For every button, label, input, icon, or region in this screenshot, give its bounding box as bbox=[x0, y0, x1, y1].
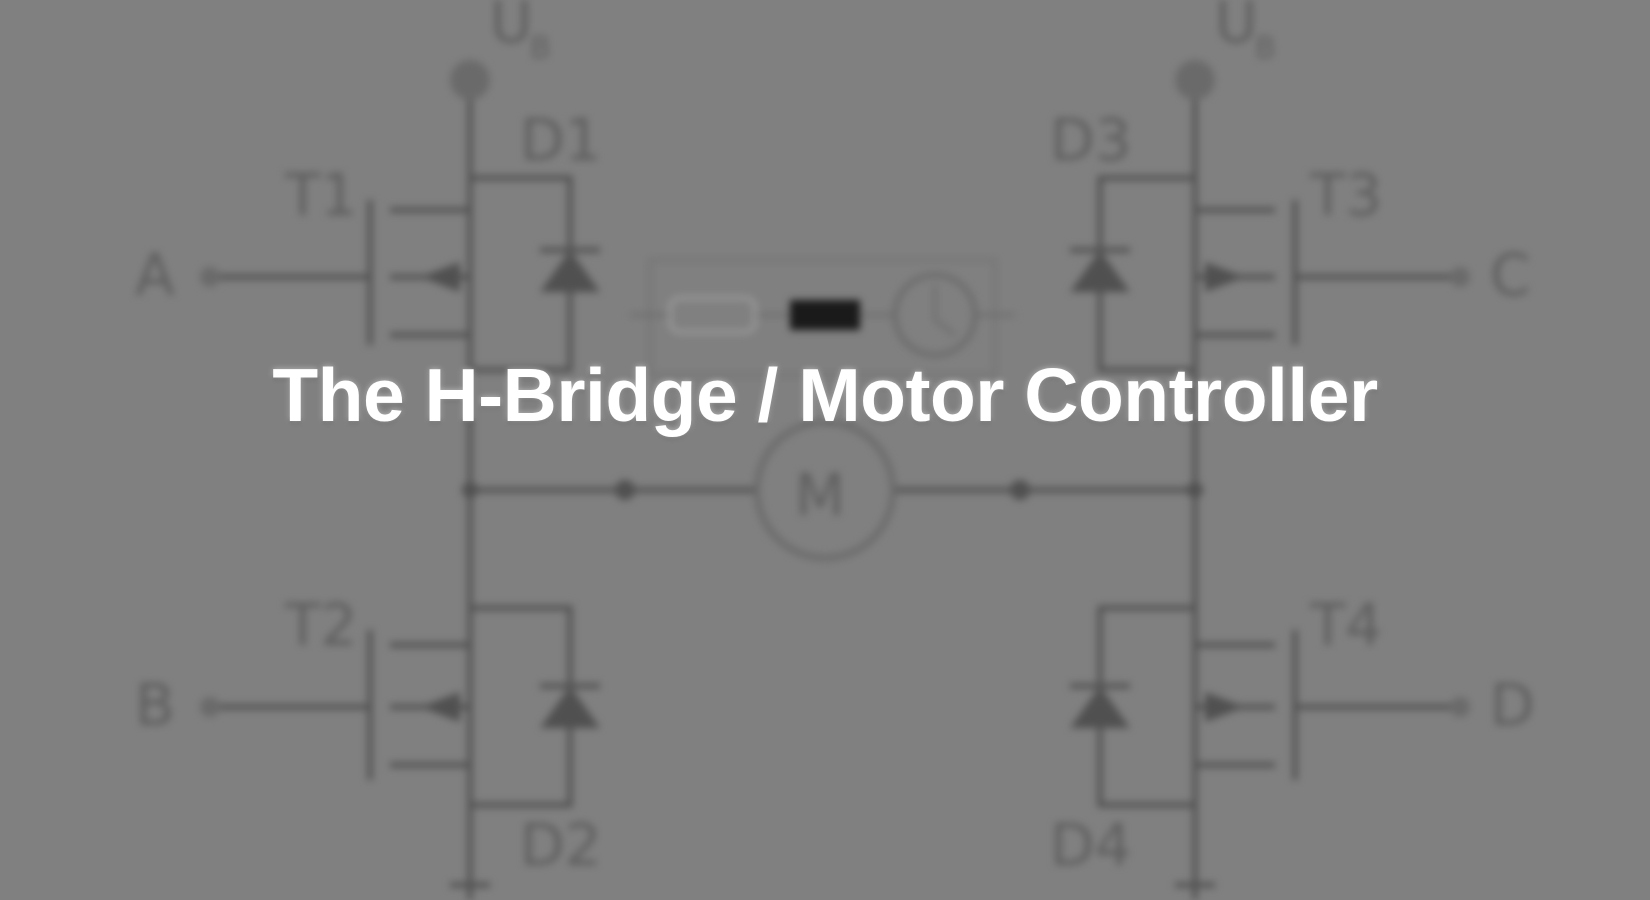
label-d1: D1 bbox=[520, 106, 602, 174]
motor-label: M bbox=[795, 461, 845, 529]
input-b-terminal bbox=[200, 697, 220, 717]
input-a-terminal bbox=[200, 267, 220, 287]
label-d: D bbox=[1490, 671, 1535, 739]
supply-label-right: U bbox=[1215, 0, 1257, 56]
motor-equivalent-circuit bbox=[630, 258, 1015, 377]
label-b: B bbox=[135, 671, 175, 739]
label-t1: T1 bbox=[284, 161, 357, 229]
diode-d4-symbol bbox=[1070, 686, 1130, 728]
transistor-t1 bbox=[367, 178, 473, 345]
label-t2: T2 bbox=[284, 591, 357, 659]
label-t3: T3 bbox=[1309, 161, 1382, 229]
transistor-t3 bbox=[1192, 178, 1298, 345]
supply-terminal-right bbox=[1175, 60, 1215, 100]
supply-sub-left: B bbox=[530, 31, 551, 66]
supply-terminal-left bbox=[450, 60, 490, 100]
label-a: A bbox=[135, 241, 175, 309]
diode-d2-symbol bbox=[540, 686, 600, 728]
label-c: C bbox=[1490, 241, 1531, 309]
label-d2: D2 bbox=[520, 811, 602, 879]
diode-d3-symbol bbox=[1070, 250, 1130, 292]
label-t4: T4 bbox=[1309, 591, 1382, 659]
input-c-terminal bbox=[1450, 267, 1470, 287]
d2-loop bbox=[470, 605, 573, 808]
input-d-terminal bbox=[1450, 697, 1470, 717]
label-d3: D3 bbox=[1050, 106, 1132, 174]
motor-symbol bbox=[754, 419, 896, 561]
supply-sub-right: B bbox=[1255, 31, 1276, 66]
page-title: The H-Bridge / Motor Controller bbox=[272, 353, 1378, 437]
diode-d1-symbol bbox=[540, 250, 600, 292]
supply-label-left: U bbox=[490, 0, 532, 56]
label-d4: D4 bbox=[1050, 811, 1132, 879]
